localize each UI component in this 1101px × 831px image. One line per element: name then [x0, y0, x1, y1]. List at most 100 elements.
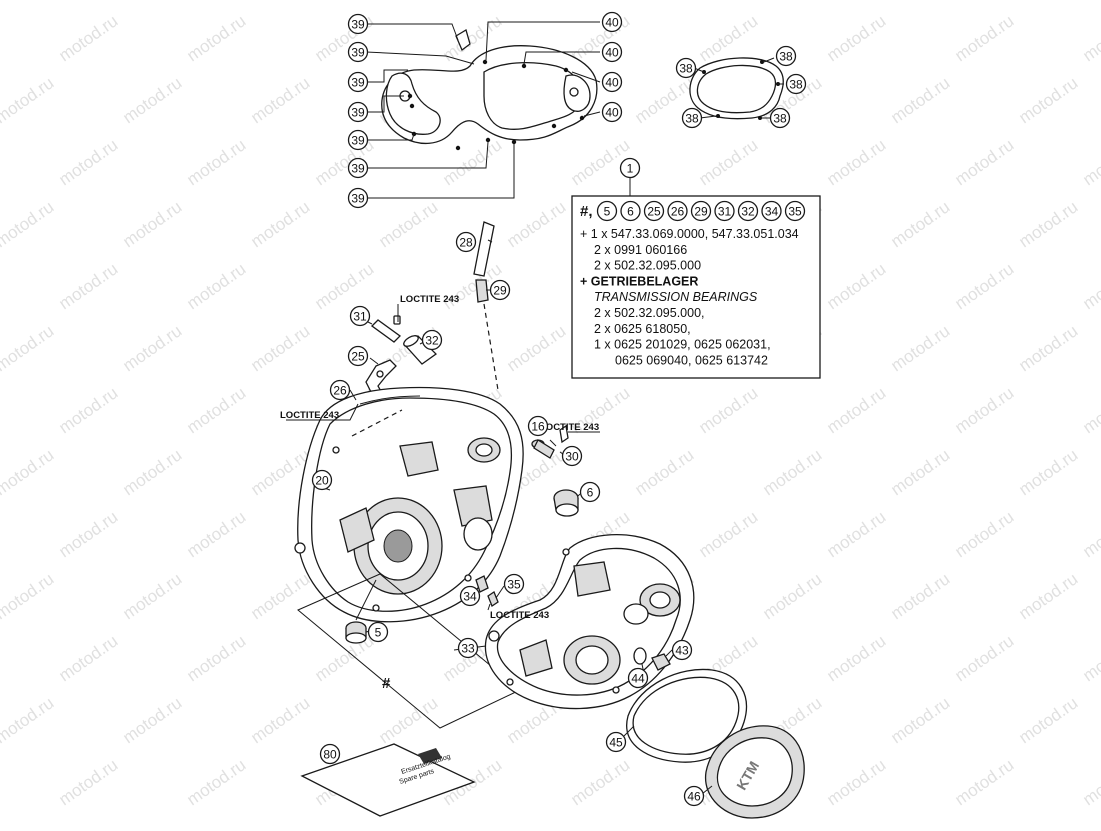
- callout-38: 38: [769, 107, 791, 129]
- watermark-text: motod.ru: [1079, 259, 1101, 313]
- watermark-text: motod.ru: [759, 0, 825, 3]
- kit-line: 2 x 502.32.095.000: [594, 259, 701, 273]
- callout-38: 38: [681, 107, 703, 129]
- callout-circle: [503, 573, 525, 595]
- callout-circle: [347, 187, 369, 209]
- sleeve-32: [402, 335, 438, 365]
- callout-38: 38: [675, 57, 697, 79]
- watermark-text: motod.ru: [823, 631, 889, 685]
- svg-text:5: 5: [604, 205, 611, 219]
- kit-header-symbol: #,: [580, 203, 593, 220]
- kit-header-callout-25: 25: [643, 200, 665, 222]
- watermark-text: motod.ru: [1079, 135, 1101, 189]
- watermark-text: motod.ru: [55, 259, 121, 313]
- ignition-cover-46: KTM: [704, 725, 805, 819]
- callout-number: 28: [459, 236, 473, 250]
- watermark-text: motod.ru: [695, 135, 761, 189]
- callout-number: 38: [789, 78, 803, 92]
- callout-number: 46: [687, 790, 701, 804]
- callout-circle: [347, 41, 369, 63]
- callout-number: 26: [333, 384, 347, 398]
- callout-circle: [605, 731, 627, 753]
- callout-number: 33: [461, 642, 475, 656]
- callout-80: 80: [319, 743, 341, 765]
- bolt-31: [371, 315, 401, 343]
- watermark-text: motod.ru: [823, 507, 889, 561]
- watermark-text: motod.ru: [55, 383, 121, 437]
- callout-number: 39: [351, 46, 365, 60]
- watermark-text: motod.ru: [887, 321, 953, 375]
- watermark-text: motod.ru: [247, 73, 313, 127]
- loctite-label: LOCTITE 243: [400, 294, 459, 305]
- watermark-text: motod.ru: [439, 135, 505, 189]
- bearing-6: [553, 489, 579, 517]
- callout-34: 34: [459, 585, 481, 607]
- callout-circle: [347, 13, 369, 35]
- watermark-text: motod.ru: [311, 259, 377, 313]
- watermark-text: motod.ru: [887, 569, 953, 623]
- watermark-text: motod.ru: [1079, 11, 1101, 65]
- kit-info-box: [571, 176, 821, 379]
- watermark-text: motod.ru: [375, 197, 441, 251]
- kit-header-callout-32: 32: [737, 200, 759, 222]
- callout-number: 38: [679, 62, 693, 76]
- kit-line: + GETRIEBELAGER: [580, 274, 698, 288]
- callout-number: 6: [587, 486, 594, 500]
- watermark-text: motod.ru: [0, 693, 57, 747]
- watermark-text: motod.ru: [119, 693, 185, 747]
- watermark-text: motod.ru: [1015, 321, 1081, 375]
- watermark-text: motod.ru: [951, 631, 1017, 685]
- kit-line: 1 x 0625 201029, 0625 062031,: [594, 338, 771, 352]
- callout-number: 39: [351, 134, 365, 148]
- callout-circle: [489, 279, 511, 301]
- callout-28: 28: [455, 231, 477, 253]
- loctite-label: LOCTITE 243: [280, 410, 339, 421]
- watermark-text: motod.ru: [119, 445, 185, 499]
- callout-number: 39: [351, 106, 365, 120]
- callout-circle: [455, 231, 477, 253]
- callout-circle: [329, 379, 351, 401]
- callout-number: 29: [493, 284, 507, 298]
- watermark-text: motod.ru: [503, 321, 569, 375]
- watermark-text: motod.ru: [247, 321, 313, 375]
- callout-number: 5: [375, 626, 382, 640]
- callout-44: 44: [627, 667, 649, 689]
- watermark-text: motod.ru: [0, 197, 57, 251]
- oring-44: [633, 647, 647, 665]
- callout-number: 40: [605, 16, 619, 30]
- callout-26: 26: [329, 379, 351, 401]
- svg-text:26: 26: [671, 205, 685, 219]
- watermark-text: motod.ru: [0, 321, 57, 375]
- callout-number: 80: [323, 748, 337, 762]
- clutch-cover-gasket-45: [626, 668, 748, 763]
- callout-circle: [527, 415, 549, 437]
- watermark-text: motod.ru: [183, 11, 249, 65]
- loctite-label: LOCTITE 243: [490, 610, 549, 621]
- watermark-text: motod.ru: [1015, 73, 1081, 127]
- breather-hose: [473, 221, 499, 391]
- svg-text:31: 31: [718, 205, 732, 219]
- callout-circle: [349, 305, 371, 327]
- callout-16: 16: [527, 415, 549, 437]
- watermark-text: motod.ru: [1079, 383, 1101, 437]
- callout-43: 43: [671, 639, 693, 661]
- kit-line: TRANSMISSION BEARINGS: [594, 290, 758, 304]
- kit-line: + 1 x 547.33.069.0000, 547.33.051.034: [580, 227, 799, 241]
- watermark-text: motod.ru: [951, 259, 1017, 313]
- watermark-text: motod.ru: [631, 445, 697, 499]
- callout-circle: [671, 639, 693, 661]
- callout-39: 39: [347, 71, 369, 93]
- watermark-text: motod.ru: [247, 197, 313, 251]
- watermark-text: motod.ru: [695, 507, 761, 561]
- watermark-text: motod.ru: [0, 0, 57, 3]
- callout-circle: [311, 469, 333, 491]
- watermark-text: motod.ru: [951, 755, 1017, 809]
- watermark-text: motod.ru: [887, 445, 953, 499]
- callout-35: 35: [503, 573, 525, 595]
- watermark-text: motod.ru: [1015, 0, 1081, 3]
- watermark-text: motod.ru: [375, 0, 441, 3]
